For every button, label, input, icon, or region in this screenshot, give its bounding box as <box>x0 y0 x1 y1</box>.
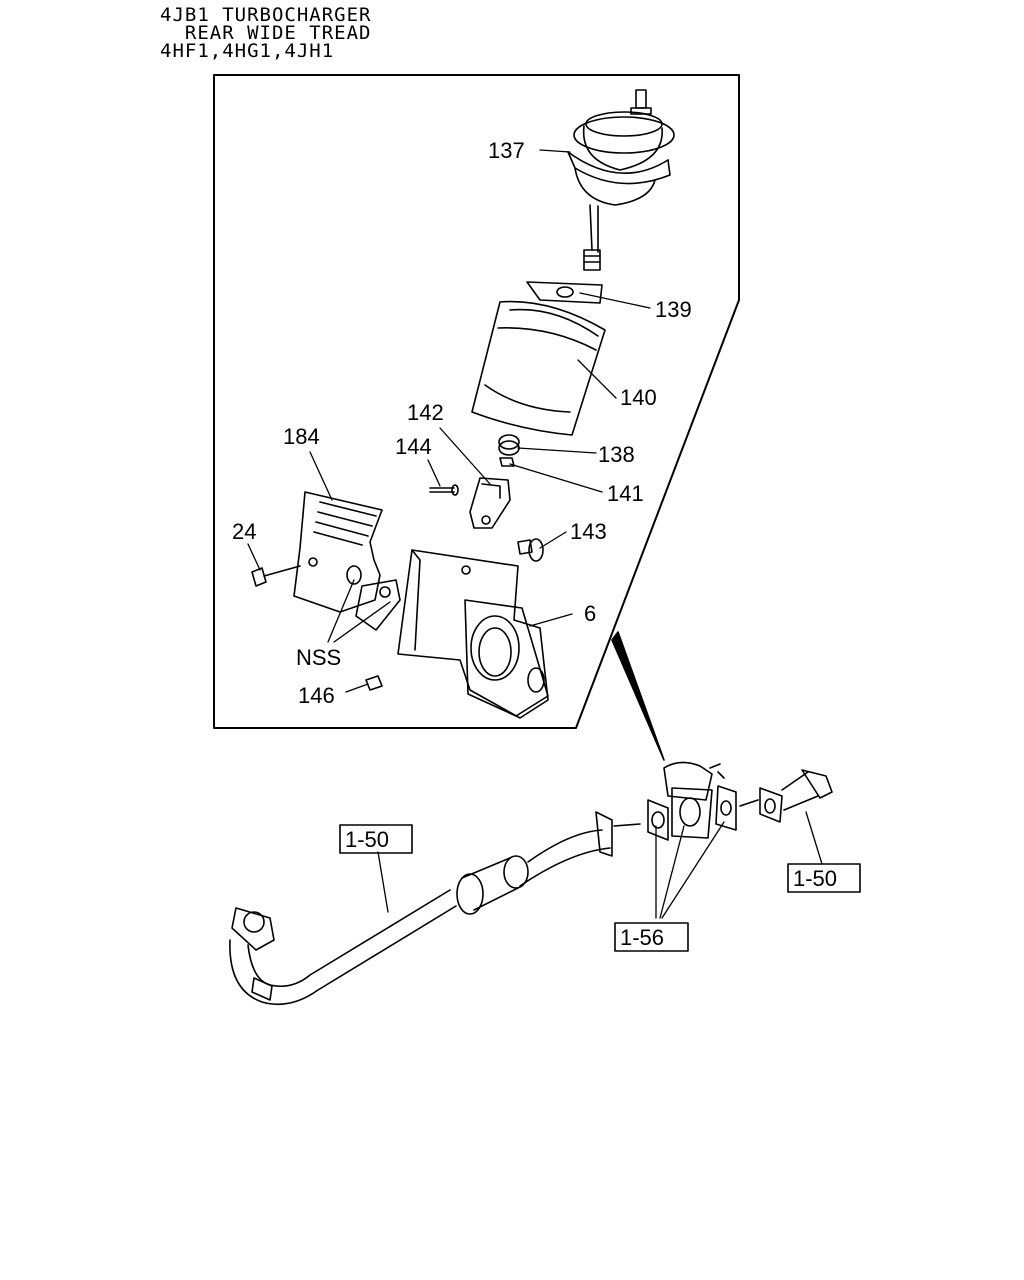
ref-label-right: 1-50 <box>793 866 837 891</box>
pin-144 <box>429 484 459 496</box>
callout-144: 144 <box>395 434 432 459</box>
callout-142: 142 <box>407 400 444 425</box>
callout-140: 140 <box>620 385 657 410</box>
lever-142 <box>469 477 511 529</box>
exhaust-pipe-assembly <box>229 761 833 1006</box>
detail-frame <box>213 74 740 729</box>
nut-146 <box>365 675 383 691</box>
callout-24: 24 <box>232 519 256 544</box>
callout-137: 137 <box>488 138 525 163</box>
leader-lines <box>247 149 651 693</box>
callout-184: 184 <box>283 424 320 449</box>
reference-leaders <box>377 811 823 919</box>
header-line-3: 4HF1,4HG1,4JH1 <box>160 40 335 62</box>
ref-box-right <box>787 863 861 893</box>
pin-143 <box>517 538 544 562</box>
ref-label-left: 1-50 <box>345 827 389 852</box>
ref-box-center <box>614 922 689 952</box>
header-line-2: REAR WIDE TREAD <box>160 22 372 44</box>
bracket-184 <box>293 491 383 613</box>
nss-washers <box>346 565 401 631</box>
callout-6: 6 <box>584 601 596 626</box>
header-line-1: 4JB1 TURBOCHARGER <box>160 4 372 26</box>
callout-wedge <box>611 631 665 761</box>
nut-141 <box>499 457 515 467</box>
exhaust-brake-body-6 <box>397 549 549 719</box>
callout-146: 146 <box>298 683 335 708</box>
ref-label-center: 1-56 <box>620 925 664 950</box>
callout-139: 139 <box>655 297 692 322</box>
bush-138 <box>498 434 520 456</box>
gasket-139 <box>526 281 603 304</box>
callout-141: 141 <box>607 481 644 506</box>
ref-box-left <box>339 824 413 854</box>
callout-138: 138 <box>598 442 635 467</box>
callout-nss: NSS <box>296 645 341 670</box>
heat-shield-140 <box>471 300 606 436</box>
callout-143: 143 <box>570 519 607 544</box>
bolt-24 <box>251 565 301 587</box>
vacuum-actuator-137 <box>567 89 675 271</box>
